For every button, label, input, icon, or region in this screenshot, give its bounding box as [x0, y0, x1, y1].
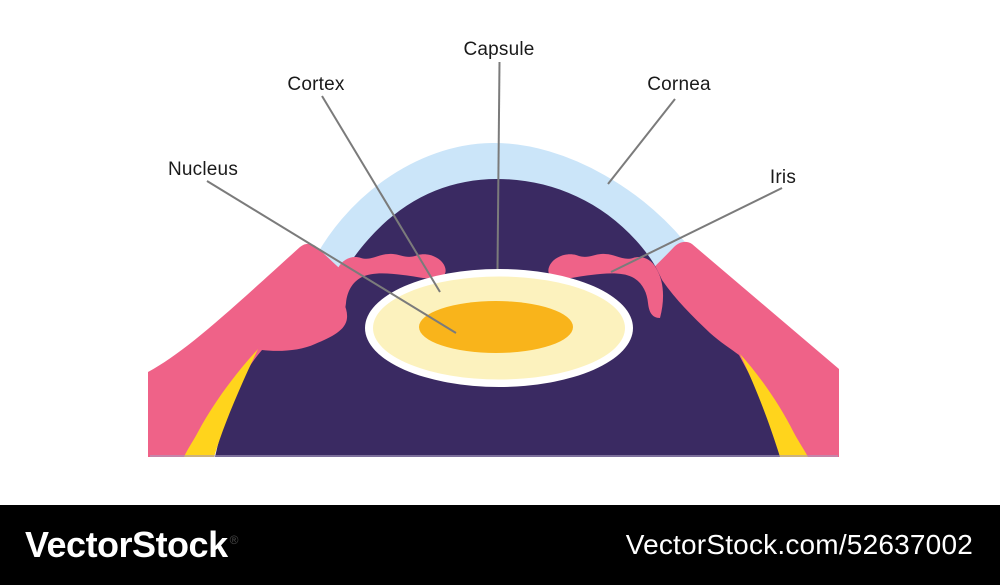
cortex-leader-line: [321, 95, 441, 293]
label-nucleus: Nucleus: [167, 159, 239, 180]
cornea-shape: [308, 142, 697, 295]
capsule-leader-line: [496, 61, 501, 270]
iris-flap-left-shape: [330, 253, 446, 318]
iris-right-shape: [630, 241, 839, 457]
eye-lens-anatomy-figure: Capsule Cortex Cornea Nucleus Iris: [148, 39, 839, 457]
iris-leader-line: [610, 187, 783, 273]
vectorstock-logo: VectorStock®: [25, 527, 238, 563]
eye-cross-section-illustration: [148, 61, 839, 457]
iris-left-shape: [148, 243, 363, 457]
nucleus-ellipse: [419, 301, 573, 353]
label-cornea: Cornea: [647, 74, 711, 95]
cornea-leader-line: [607, 98, 676, 185]
label-capsule: Capsule: [463, 39, 535, 60]
registered-trademark-symbol: ®: [229, 533, 239, 547]
vectorstock-image-url: VectorStock.com/52637002: [625, 529, 973, 560]
label-iris: Iris: [769, 167, 797, 188]
watermark-bar: VectorStock® VectorStock.com/52637002: [0, 505, 1000, 585]
vectorstock-brand-text: VectorStock: [25, 524, 228, 565]
yellow-band-left-shape: [184, 349, 258, 457]
iris-flap-right-shape: [548, 253, 664, 318]
yellow-band-right-shape: [740, 354, 808, 457]
label-cortex: Cortex: [287, 74, 345, 95]
nucleus-leader-line: [206, 180, 457, 334]
